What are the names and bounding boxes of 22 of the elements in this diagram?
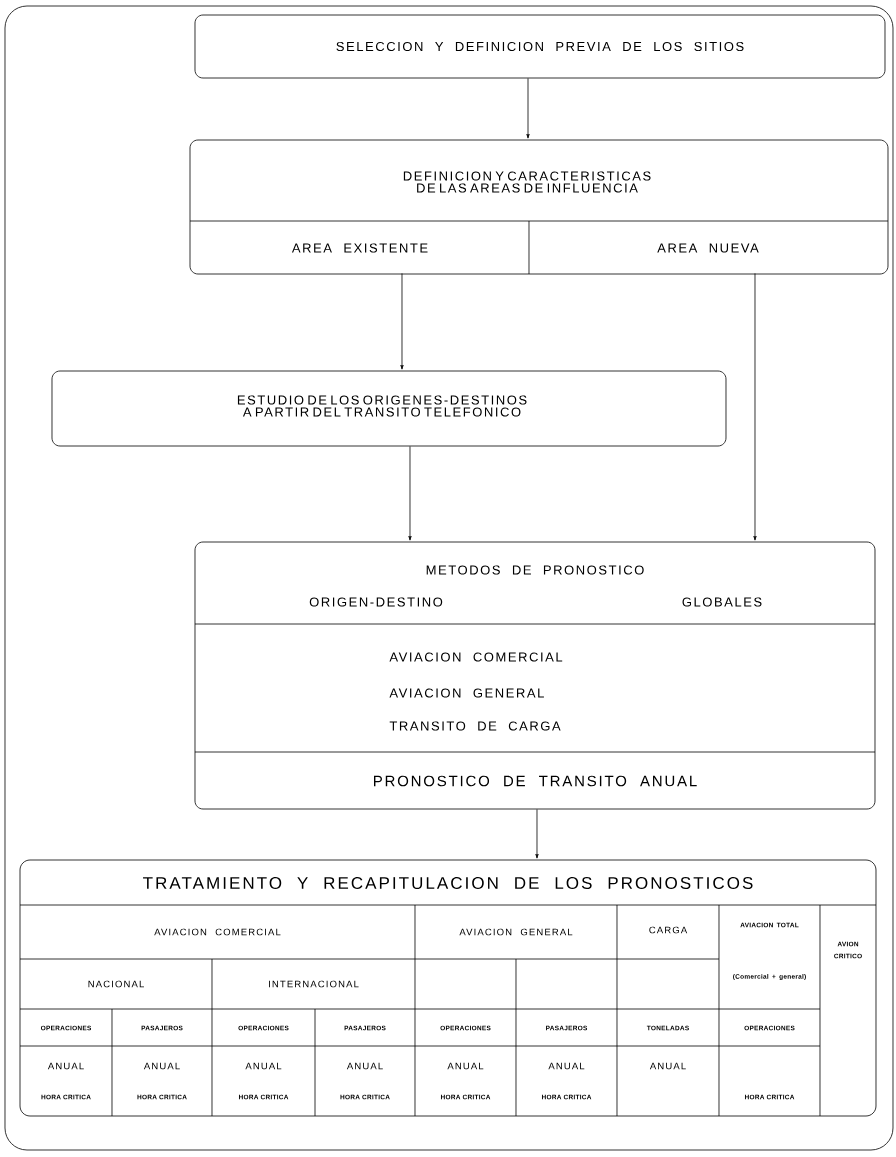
arrow xyxy=(535,809,539,859)
process-box: SELECCION Y DEFINICION PREVIA DE LOS SITIOS xyxy=(194,14,886,79)
table-cell: AVIACION GENERAL xyxy=(459,928,573,936)
table-cell: NACIONAL xyxy=(88,980,144,988)
area-cell: AREA NUEVA xyxy=(657,243,759,253)
arrow xyxy=(408,446,412,541)
table-cell: AVIACION COMERCIAL xyxy=(154,928,281,936)
process-box: ESTUDIO DE LOS ORIGENES-DESTINOS A PARTIR DEL TRANSITO TELEFONICO xyxy=(51,370,727,447)
arrow xyxy=(400,273,404,370)
table-cell: CARGA xyxy=(649,926,688,934)
table-cell: ANUAL xyxy=(447,1062,484,1070)
table-cell: ANUAL xyxy=(245,1062,282,1070)
area-cell: AREA EXISTENTE xyxy=(291,243,428,253)
table-cell: INTERNACIONAL xyxy=(269,980,359,988)
table-cell: ANUAL xyxy=(548,1062,585,1070)
process-box: METODOS DE PRONOSTICO ORIGEN-DESTINO GLOBALES AVIACION COMERCIAL AVIACION GENERAL TRANSITO DE CARGA PRONOSTICO DE TRANSITO ANUAL xyxy=(194,541,876,810)
arrow xyxy=(526,78,530,139)
table-cell: ANUAL xyxy=(346,1062,383,1070)
table-cell: ANUAL xyxy=(143,1062,180,1070)
arrow xyxy=(753,273,757,541)
table-cell: ANUAL xyxy=(649,1062,686,1070)
table-cell: ANUAL xyxy=(47,1062,84,1070)
